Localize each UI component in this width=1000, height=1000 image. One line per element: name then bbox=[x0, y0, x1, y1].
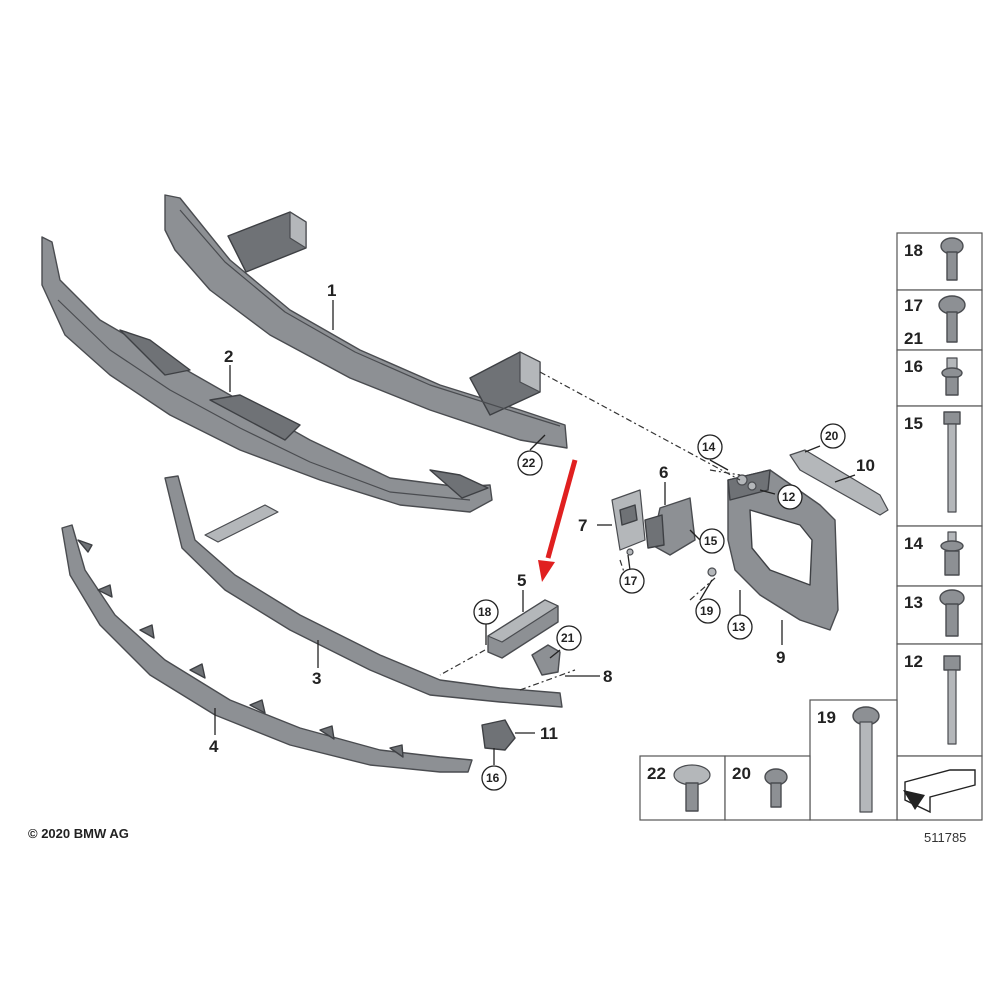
panel-18: 18 bbox=[904, 241, 923, 260]
panel-14: 14 bbox=[904, 534, 923, 553]
circled-20: 20 bbox=[825, 429, 839, 443]
panel-12: 12 bbox=[904, 652, 923, 671]
circled-22: 22 bbox=[522, 456, 536, 470]
panel-15: 15 bbox=[904, 414, 923, 433]
part-7-bracket-plate[interactable] bbox=[611, 489, 646, 551]
part-10-bracket-strip[interactable] bbox=[789, 449, 889, 516]
callout-7: 7 bbox=[578, 516, 587, 535]
bolt-14-icon bbox=[940, 531, 964, 576]
callout-6: 6 bbox=[659, 463, 668, 482]
callout-labels: 1 2 3 4 5 6 7 8 9 10 11 bbox=[209, 281, 875, 756]
diagram-number: 511785 bbox=[924, 830, 966, 845]
panel-13: 13 bbox=[904, 593, 923, 612]
callout-3: 3 bbox=[312, 669, 321, 688]
panel-20: 20 bbox=[732, 764, 751, 783]
circled-19: 19 bbox=[700, 604, 714, 618]
panel-17: 17 bbox=[904, 296, 923, 315]
callout-9: 9 bbox=[776, 648, 785, 667]
screw-20-icon bbox=[764, 768, 788, 808]
circled-21: 21 bbox=[561, 631, 575, 645]
direction-arrow-icon bbox=[903, 769, 976, 814]
circled-18: 18 bbox=[478, 605, 492, 619]
copyright: © 2020 BMW AG bbox=[28, 826, 129, 841]
fastener-panel: 18 17 21 16 15 14 13 12 19 22 20 bbox=[639, 232, 983, 821]
bolt-13-icon bbox=[939, 589, 965, 637]
screw-22-icon bbox=[673, 764, 711, 812]
callout-1: 1 bbox=[327, 281, 336, 300]
circled-14: 14 bbox=[702, 440, 716, 454]
bolt-19-icon bbox=[852, 706, 880, 813]
circled-15: 15 bbox=[704, 534, 718, 548]
callout-4: 4 bbox=[209, 737, 219, 756]
circled-12: 12 bbox=[782, 490, 796, 504]
part-3-lower-bar[interactable] bbox=[164, 475, 563, 708]
part-11-block[interactable] bbox=[481, 719, 516, 751]
bolt-18-icon bbox=[940, 237, 964, 281]
part-2-energy-absorber[interactable] bbox=[41, 236, 493, 513]
bolt-15-icon bbox=[943, 411, 961, 513]
circled-13: 13 bbox=[732, 620, 746, 634]
panel-21: 21 bbox=[904, 329, 923, 348]
highlight-arrow bbox=[538, 459, 578, 582]
part-5-bracket[interactable] bbox=[487, 599, 559, 659]
circled-callouts: 22 14 20 12 15 17 19 13 18 21 16 bbox=[473, 423, 846, 791]
assembly-lines bbox=[439, 371, 741, 691]
leader-lines bbox=[214, 300, 856, 765]
panel-16: 16 bbox=[904, 357, 923, 376]
bolt-17-icon bbox=[938, 295, 966, 343]
callout-2: 2 bbox=[224, 347, 233, 366]
panel-19: 19 bbox=[817, 708, 836, 727]
circled-16: 16 bbox=[486, 771, 500, 785]
circled-17: 17 bbox=[624, 574, 638, 588]
callout-10: 10 bbox=[856, 456, 875, 475]
rivet-16-icon bbox=[941, 357, 963, 396]
callout-11: 11 bbox=[540, 724, 558, 743]
part-1-carrier-beam[interactable] bbox=[164, 194, 568, 449]
callout-8: 8 bbox=[603, 667, 612, 686]
part-4-lower-trim[interactable] bbox=[61, 524, 473, 773]
panel-22: 22 bbox=[647, 764, 666, 783]
fasteners-cluster bbox=[626, 474, 757, 577]
part-8-clip[interactable] bbox=[531, 644, 561, 676]
part-6-holder[interactable] bbox=[644, 497, 696, 556]
bolt-12-icon bbox=[943, 655, 961, 745]
callout-5: 5 bbox=[517, 571, 526, 590]
